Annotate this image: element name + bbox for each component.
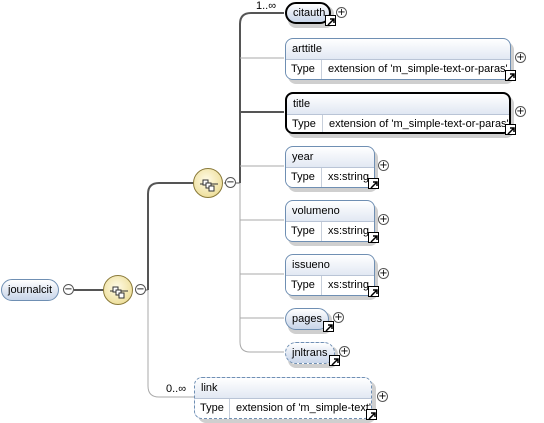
link-arrow-icon[interactable] (368, 232, 379, 243)
element-issueno[interactable]: issueno Type xs:string (285, 254, 375, 296)
plus-icon[interactable]: + (378, 268, 389, 279)
element-name: arttitle (286, 39, 510, 60)
sequence-compositor-icon[interactable] (103, 275, 133, 305)
minus-icon[interactable]: − (135, 284, 146, 295)
type-value: extension of 'm_simple-text-or-paras' (329, 118, 509, 130)
root-element-journalcit[interactable]: journalcit (1, 279, 59, 301)
plus-icon[interactable]: + (515, 52, 526, 63)
link-arrow-icon[interactable] (325, 15, 336, 26)
element-name: journalcit (8, 284, 53, 296)
element-arttitle[interactable]: arttitle Type extension of 'm_simple-text… (285, 38, 511, 80)
plus-icon[interactable]: + (515, 106, 526, 117)
element-link[interactable]: link Type extension of 'm_simple-text' (194, 377, 372, 419)
type-value: xs:string (328, 225, 369, 237)
element-name: jnltrans (292, 347, 328, 359)
element-name: issueno (286, 255, 374, 276)
type-key: Type (286, 276, 322, 295)
type-key: Type (286, 222, 322, 241)
link-arrow-icon[interactable] (368, 286, 379, 297)
element-name: link (195, 378, 371, 399)
element-pages[interactable]: pages (285, 308, 329, 330)
link-arrow-icon[interactable] (329, 355, 340, 366)
plus-icon[interactable]: + (339, 346, 350, 357)
element-name: citauth (293, 7, 326, 19)
type-value: extension of 'm_simple-text' (235, 402, 371, 414)
type-value: extension of 'm_simple-text-or-paras' (328, 63, 508, 75)
element-name: pages (292, 313, 322, 325)
element-jnltrans[interactable]: jnltrans (285, 342, 335, 364)
link-arrow-icon[interactable] (505, 70, 516, 81)
plus-icon[interactable]: + (377, 391, 388, 402)
plus-icon[interactable]: + (378, 214, 389, 225)
element-year[interactable]: year Type xs:string (285, 146, 375, 188)
plus-icon[interactable]: + (336, 7, 347, 18)
minus-icon[interactable]: − (63, 284, 74, 295)
type-key: Type (286, 60, 322, 79)
link-arrow-icon[interactable] (323, 321, 334, 332)
type-key: Type (286, 168, 322, 187)
plus-icon[interactable]: + (378, 160, 389, 171)
element-title[interactable]: title Type extension of 'm_simple-text-or… (285, 92, 511, 134)
link-arrow-icon[interactable] (505, 124, 516, 135)
element-name: volumeno (286, 201, 374, 222)
minus-icon[interactable]: − (225, 177, 236, 188)
type-key: Type (287, 115, 323, 132)
occurrence-label: 0..∞ (166, 383, 187, 395)
link-arrow-icon[interactable] (366, 409, 377, 420)
element-volumeno[interactable]: volumeno Type xs:string (285, 200, 375, 242)
type-value: xs:string (328, 171, 369, 183)
type-value: xs:string (328, 279, 369, 291)
plus-icon[interactable]: + (333, 312, 344, 323)
element-name: year (286, 147, 374, 168)
occurrence-label: 1..∞ (256, 0, 277, 12)
sequence-compositor-icon[interactable] (193, 168, 223, 198)
type-key: Type (195, 399, 230, 418)
element-citauth[interactable]: citauth (285, 2, 331, 24)
element-name: title (287, 94, 509, 115)
link-arrow-icon[interactable] (368, 178, 379, 189)
